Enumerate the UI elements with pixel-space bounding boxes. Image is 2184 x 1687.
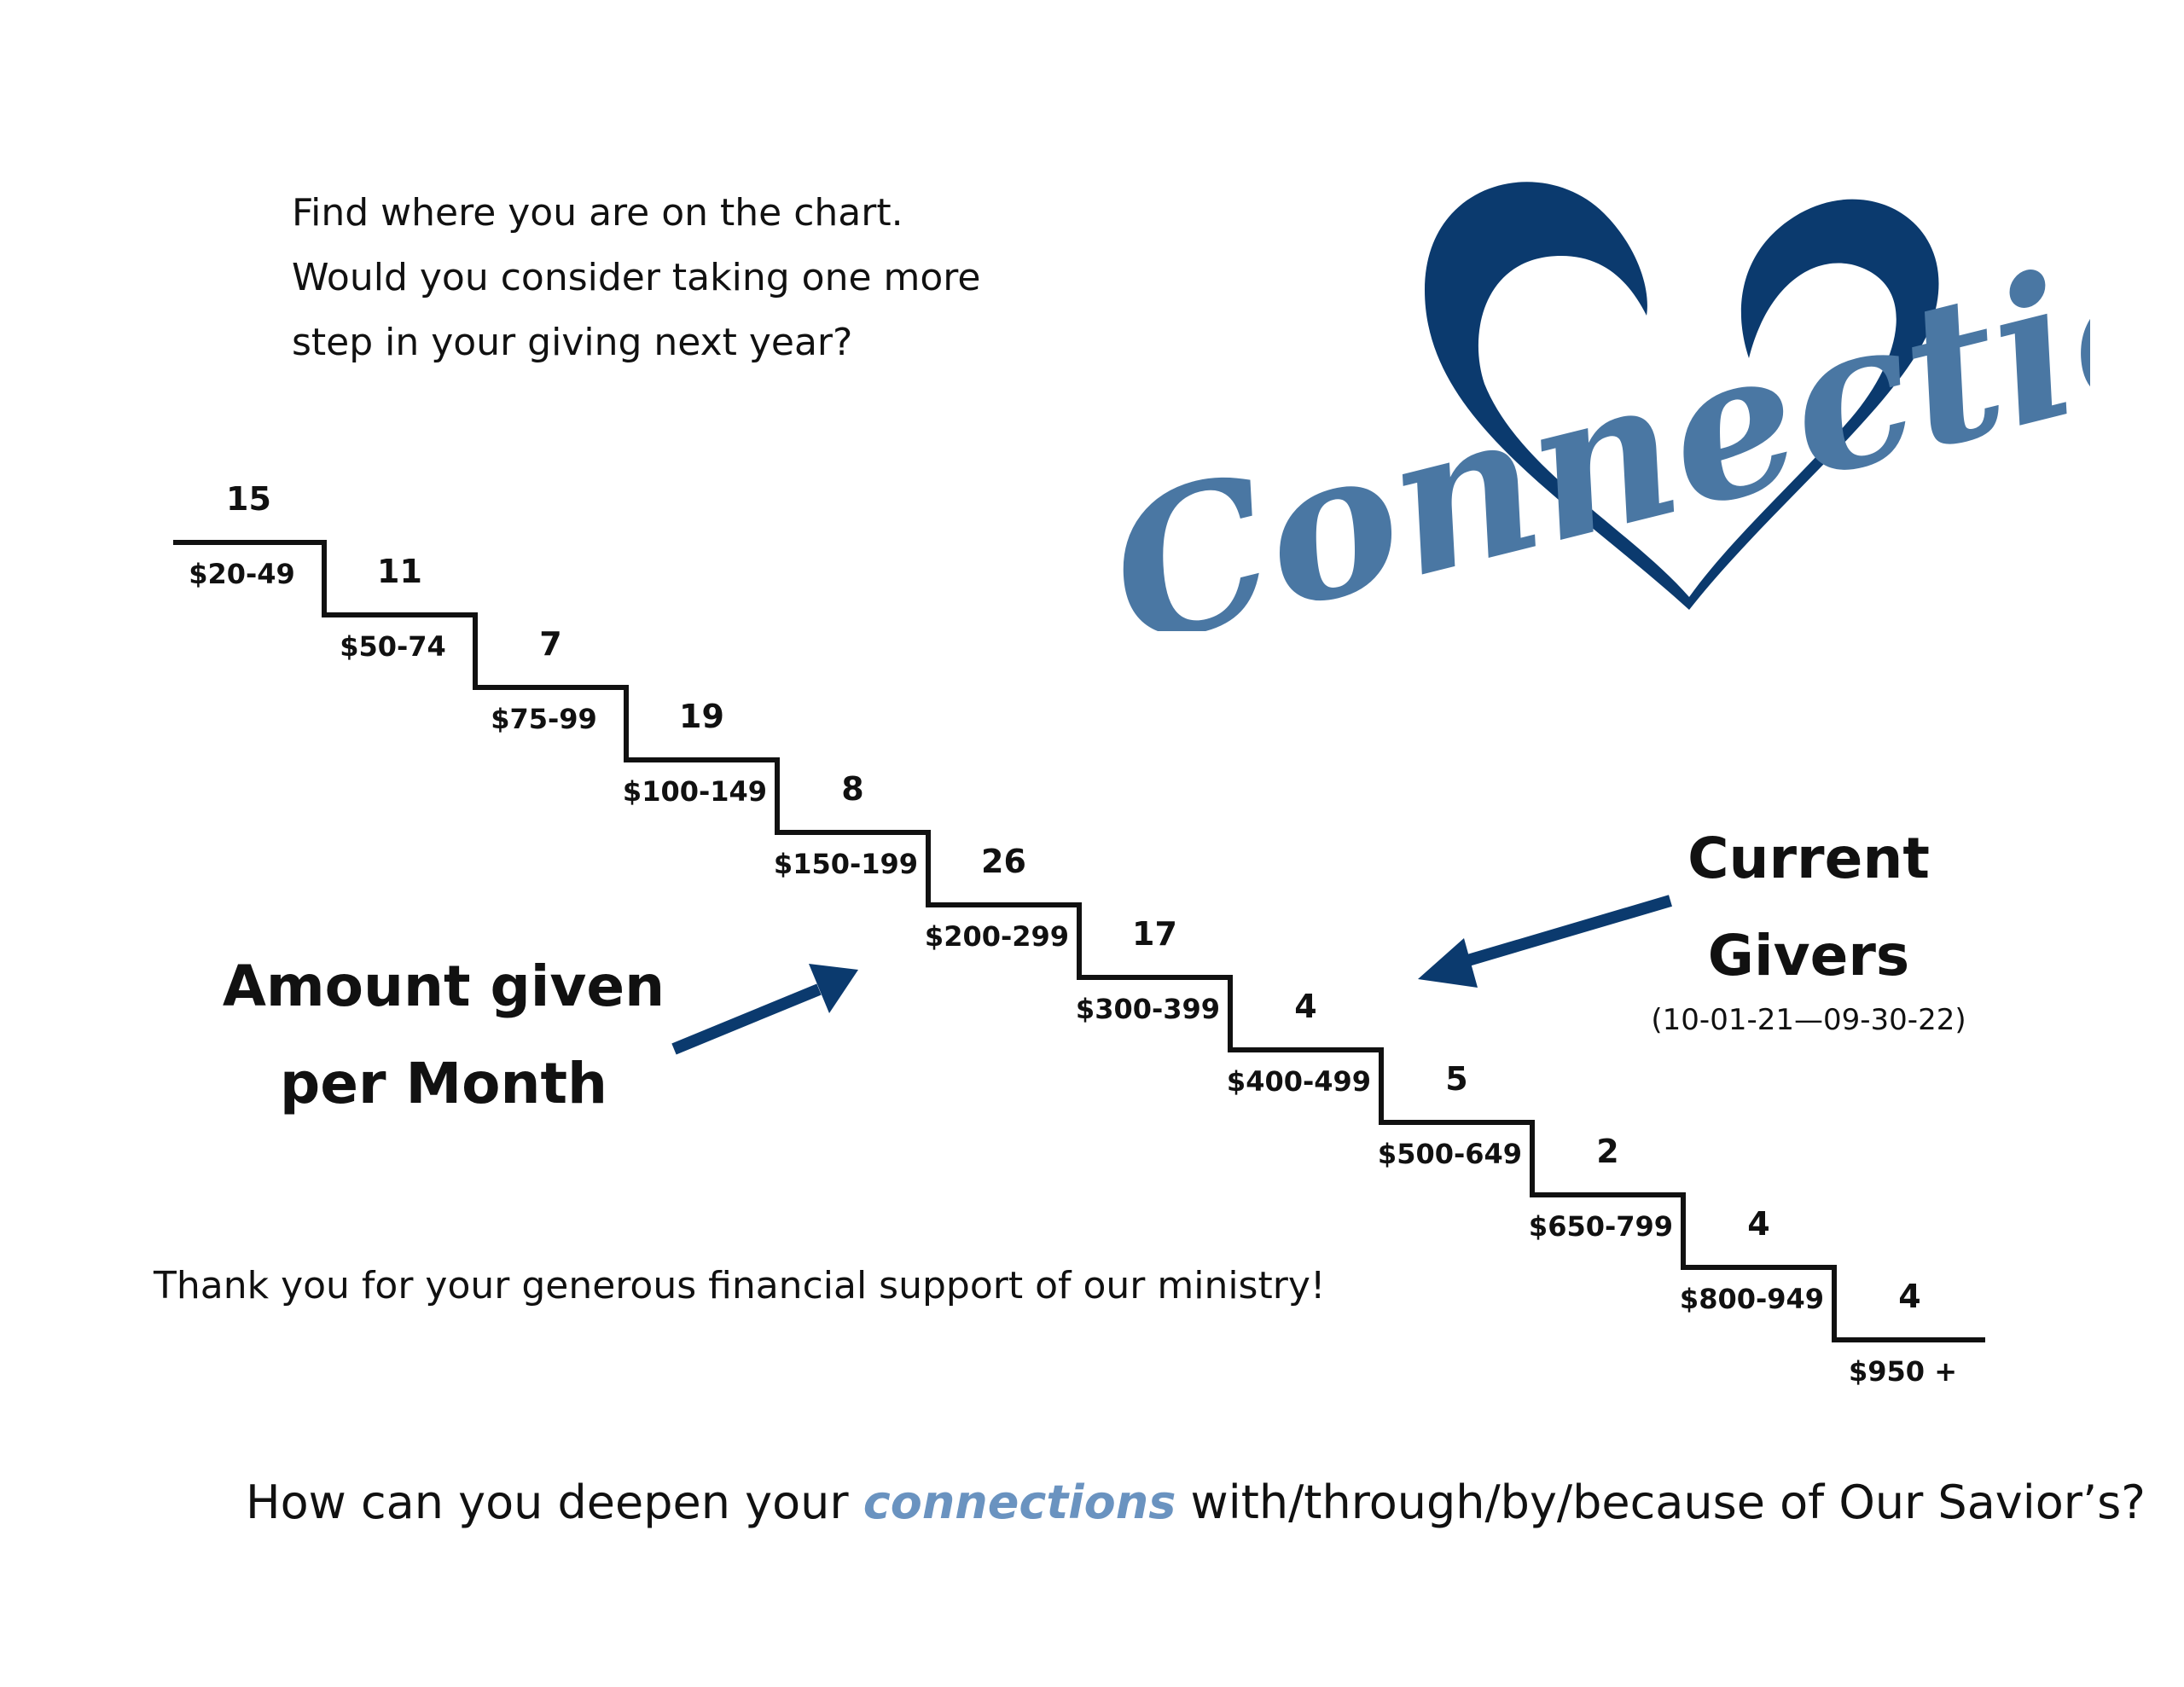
connections-logo: Connections (1089, 138, 2090, 631)
arrow-left-shaft (671, 983, 822, 1055)
question-part-2: with/through/by/because of Our Savior’s? (1176, 1475, 2146, 1529)
intro-line-2: Would you consider taking one more (292, 256, 981, 299)
staircase-line (173, 540, 1985, 1342)
thank-you-message: Thank you for your generous financial su… (154, 1264, 1326, 1307)
closing-question: How can you deepen your connections with… (246, 1475, 2146, 1529)
giver-count: 5 (1445, 1060, 1467, 1098)
giver-count: 8 (841, 770, 863, 808)
giver-count: 2 (1596, 1133, 1618, 1170)
date-range: (10-01-21—09-30-22) (1651, 1003, 1966, 1037)
amount-range: $200-299 (925, 920, 1069, 953)
intro-text: Find where you are on the chart. Would y… (292, 181, 981, 375)
heart-icon (1425, 182, 1939, 610)
giver-count: 7 (539, 625, 561, 663)
arrow-right-shaft (1461, 895, 1672, 968)
giver-count: 15 (226, 480, 271, 518)
arrow-right-head (1418, 938, 1478, 988)
giver-count: 11 (377, 553, 422, 590)
intro-line-1: Find where you are on the chart. (292, 191, 903, 235)
giver-count: 4 (1898, 1278, 1920, 1315)
amount-range: $75-99 (491, 703, 597, 735)
amount-given-label: Amount given per Month (205, 938, 682, 1133)
amount-range: $650-799 (1529, 1210, 1673, 1243)
current-givers-line-2: Givers (1707, 923, 1910, 988)
question-highlight: connections (863, 1475, 1176, 1529)
amount-range: $300-399 (1076, 993, 1220, 1025)
amount-range: $950 + (1849, 1355, 1957, 1388)
amount-range: $50-74 (340, 630, 446, 663)
amount-range: $150-199 (774, 848, 918, 880)
amount-range: $400-499 (1227, 1065, 1371, 1098)
amount-range: $500-649 (1378, 1138, 1522, 1170)
current-givers-label: Current Givers (1629, 810, 1988, 1005)
amount-range: $20-49 (189, 558, 295, 590)
giver-count: 4 (1747, 1205, 1769, 1243)
giver-count: 4 (1294, 988, 1316, 1025)
amount-given-line-1: Amount given (222, 954, 665, 1019)
amount-given-line-2: per Month (279, 1051, 608, 1116)
giver-count: 17 (1132, 915, 1177, 953)
amount-range: $100-149 (623, 775, 767, 808)
giver-count: 26 (981, 843, 1026, 880)
arrow-left-head (809, 964, 858, 1013)
question-part-1: How can you deepen your (246, 1475, 863, 1529)
giver-count: 19 (679, 698, 724, 735)
amount-range: $800-949 (1680, 1283, 1824, 1315)
current-givers-line-1: Current (1687, 826, 1930, 891)
intro-line-3: step in your giving next year? (292, 321, 853, 364)
